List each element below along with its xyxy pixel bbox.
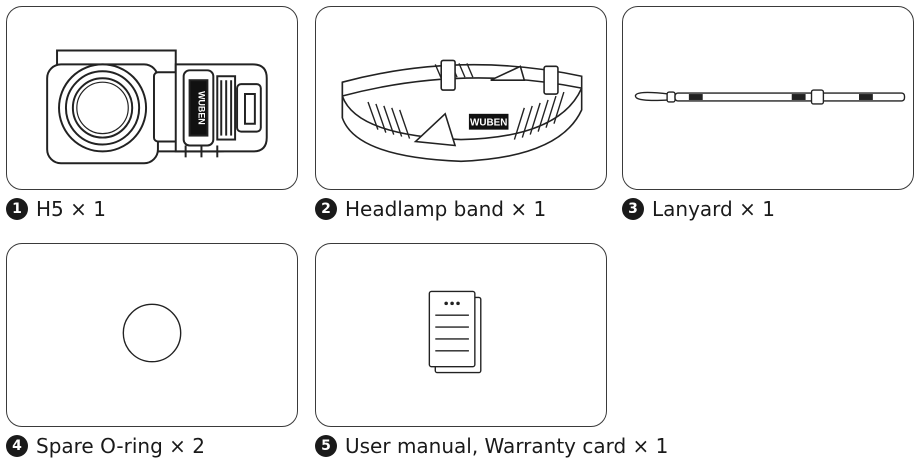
item-card-h5: WUBEN <box>6 6 298 190</box>
svg-text:WUBEN: WUBEN <box>196 91 206 125</box>
item-label: Spare O-ring × 2 <box>36 434 205 458</box>
item-card-user-manual <box>315 243 607 427</box>
item-number-badge: 1 <box>6 198 28 220</box>
item-caption-user-manual: 5 User manual, Warranty card × 1 <box>315 434 668 458</box>
item-number-badge: 2 <box>315 198 337 220</box>
item-card-spare-o-ring <box>6 243 298 427</box>
item-number-badge: 4 <box>6 435 28 457</box>
document-icon <box>428 290 482 374</box>
item-number-badge: 5 <box>315 435 337 457</box>
lanyard-icon <box>634 89 906 105</box>
item-caption-spare-o-ring: 4 Spare O-ring × 2 <box>6 434 205 458</box>
item-label: H5 × 1 <box>36 197 106 221</box>
headband-icon: WUBEN <box>341 59 583 163</box>
svg-text:WUBEN: WUBEN <box>470 118 507 129</box>
item-label: User manual, Warranty card × 1 <box>345 434 669 458</box>
item-caption-headlamp-band: 2 Headlamp band × 1 <box>315 197 546 221</box>
item-caption-lanyard: 3 Lanyard × 1 <box>622 197 775 221</box>
item-label: Lanyard × 1 <box>652 197 775 221</box>
headlamp-icon: WUBEN <box>46 49 268 165</box>
item-number-badge: 3 <box>622 198 644 220</box>
item-label: Headlamp band × 1 <box>345 197 547 221</box>
o-ring-icon <box>122 303 182 363</box>
item-caption-h5: 1 H5 × 1 <box>6 197 106 221</box>
item-card-headlamp-band: WUBEN <box>315 6 607 190</box>
item-card-lanyard <box>622 6 914 190</box>
